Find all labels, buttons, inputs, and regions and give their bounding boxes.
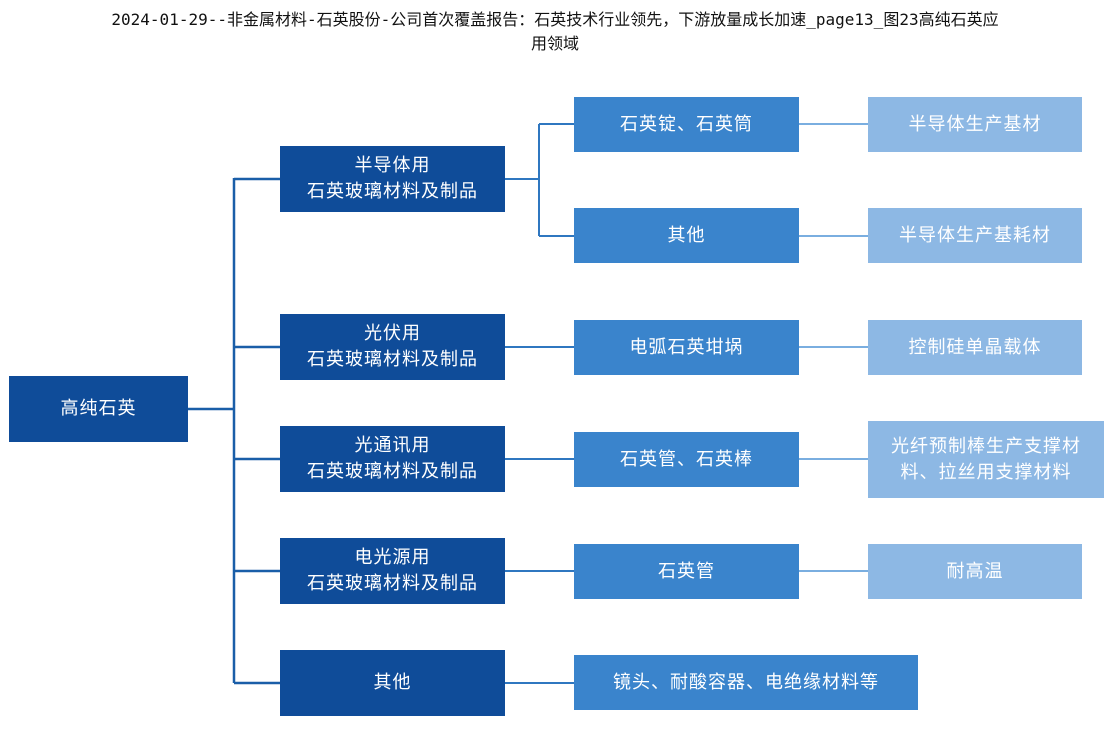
branch-line1: 电光源用 [354,547,431,568]
title-line-1: 2024-01-29--非金属材料-石英股份-公司首次覆盖报告：石英技术行业领先… [111,10,999,29]
use-label: 耐高温 [946,560,1004,582]
branch-line2: 石英玻璃材料及制品 [307,349,478,370]
use-semiconductor-consumable: 半导体生产基耗材 [868,208,1082,263]
use-high-temperature-resistant: 耐高温 [868,544,1082,599]
use-semiconductor-substrate: 半导体生产基材 [868,97,1082,152]
use-label-line1: 光纤预制棒生产支撑材 [891,435,1081,457]
root-node: 高纯石英 [9,376,188,442]
product-label: 镜头、耐酸容器、电绝缘材料等 [613,671,879,693]
root-label: 高纯石英 [60,398,137,419]
use-label: 控制硅单晶载体 [908,336,1042,358]
product-arc-quartz-crucible: 电弧石英坩埚 [574,320,799,375]
branch-line1: 光伏用 [364,323,421,344]
branch-other: 其他 [280,650,505,716]
product-quartz-tube: 石英管 [574,544,799,599]
use-fiber-preform-support: 光纤预制棒生产支撑材 料、拉丝用支撑材料 [868,421,1104,498]
product-quartz-tube-rod: 石英管、石英棒 [574,432,799,487]
use-silicon-crystal-carrier: 控制硅单晶载体 [868,320,1082,375]
branch-line2: 石英玻璃材料及制品 [307,461,478,482]
product-quartz-ingot-tube: 石英锭、石英筒 [574,97,799,152]
product-label: 石英锭、石英筒 [620,113,753,135]
branch-photovoltaic: 光伏用 石英玻璃材料及制品 [280,314,505,380]
branch-line1: 其他 [373,672,412,693]
title-line-2: 用领域 [530,34,579,53]
product-lens-container-insulation: 镜头、耐酸容器、电绝缘材料等 [574,655,918,710]
branch-line2: 石英玻璃材料及制品 [307,181,478,202]
branch-line1: 光通讯用 [354,435,431,456]
product-other-semiconductor: 其他 [574,208,799,263]
use-label: 半导体生产基材 [908,113,1042,135]
product-label: 石英管、石英棒 [620,448,753,470]
product-label: 石英管 [658,560,715,582]
product-label: 电弧石英坩埚 [629,336,744,358]
use-label: 半导体生产基耗材 [899,224,1051,246]
product-label: 其他 [667,224,706,246]
use-label-line2: 料、拉丝用支撑材料 [900,461,1072,483]
branch-line2: 石英玻璃材料及制品 [307,573,478,594]
branch-line1: 半导体用 [354,155,431,176]
page-title: 2024-01-29--非金属材料-石英股份-公司首次覆盖报告：石英技术行业领先… [10,8,1100,56]
branch-semiconductor: 半导体用 石英玻璃材料及制品 [280,146,505,212]
branch-optical-communication: 光通讯用 石英玻璃材料及制品 [280,426,505,492]
branch-electric-light-source: 电光源用 石英玻璃材料及制品 [280,538,505,604]
